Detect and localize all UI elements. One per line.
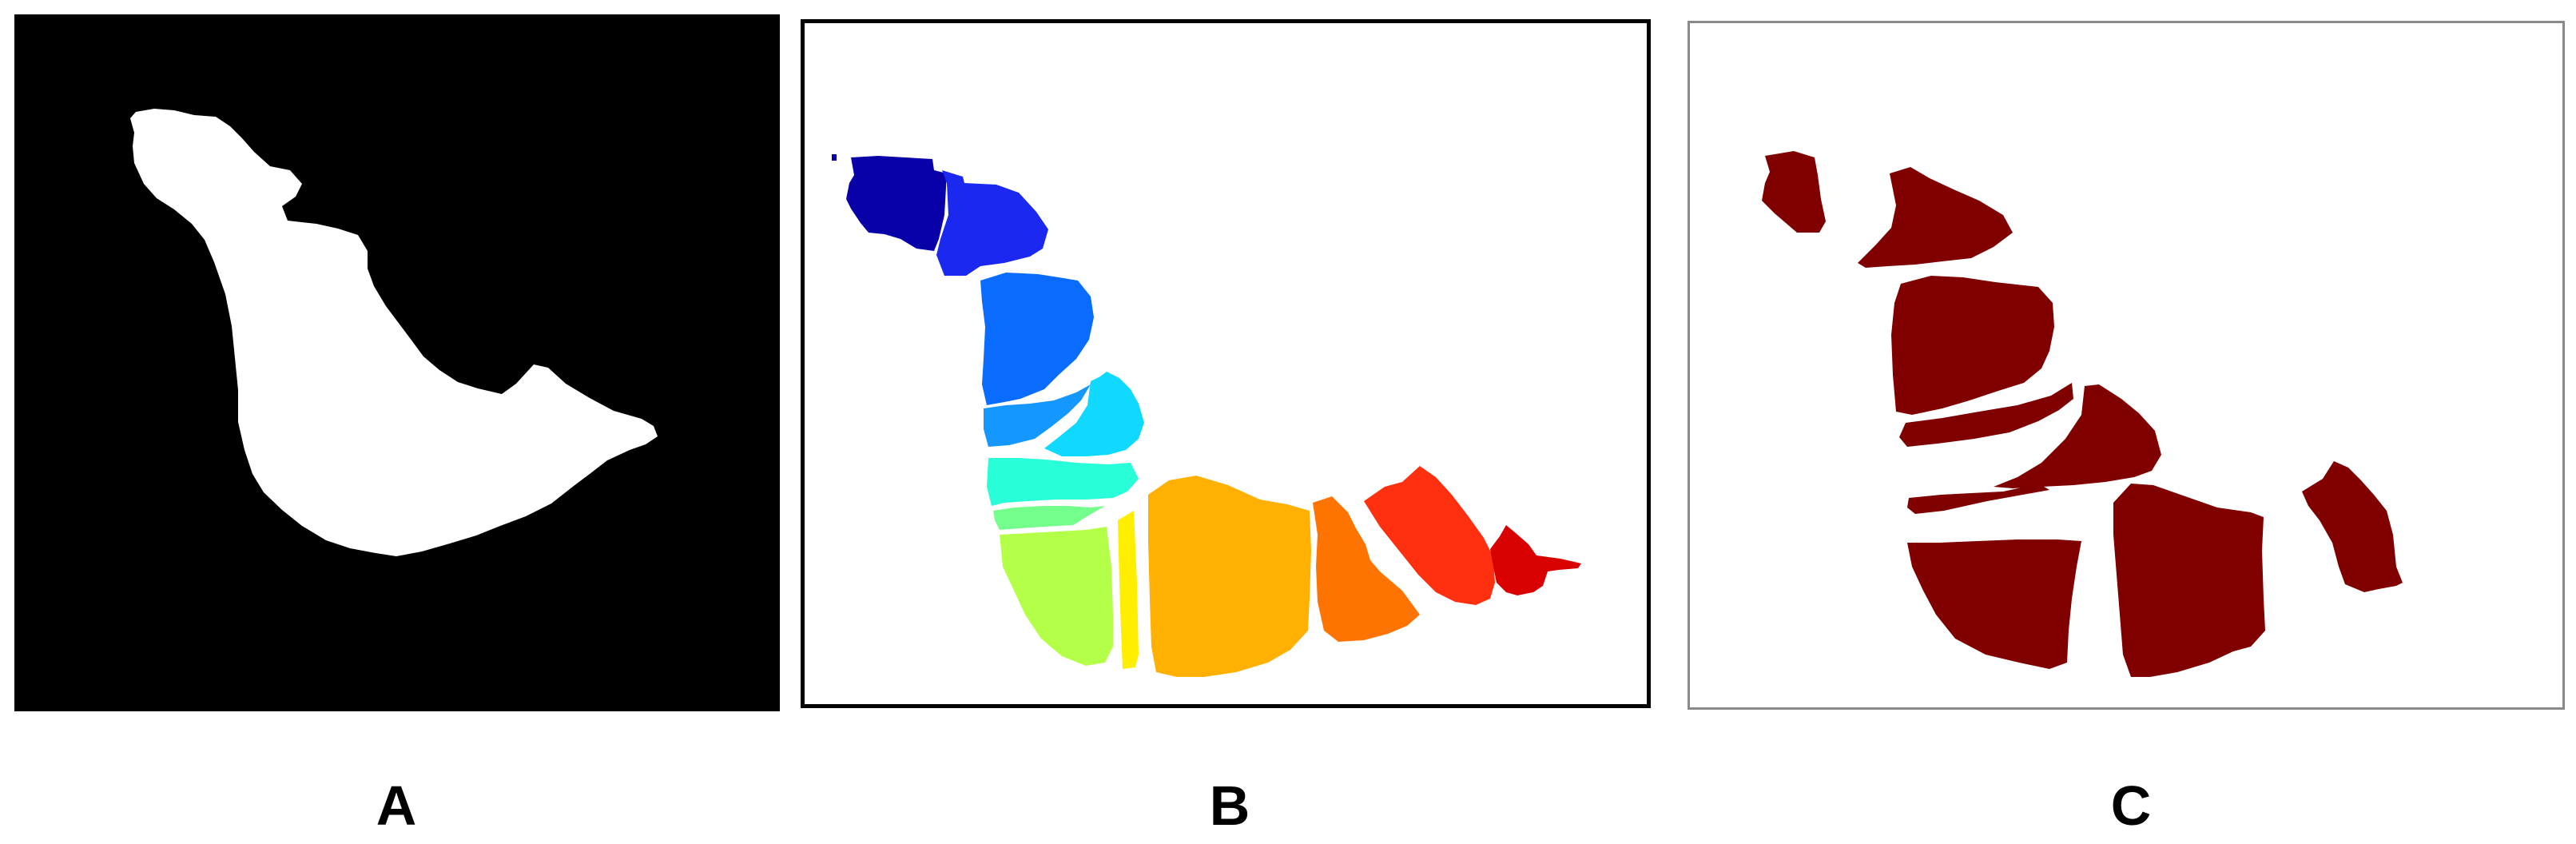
segment-4 bbox=[984, 384, 1091, 447]
panel-c-selected-regions bbox=[1688, 21, 2565, 710]
segment-13 bbox=[1490, 525, 1581, 595]
selected-region bbox=[2113, 484, 2265, 677]
segment-5 bbox=[1044, 372, 1144, 456]
segment-1 bbox=[846, 156, 947, 251]
panel-label-b: B bbox=[1209, 774, 1250, 837]
mask-region bbox=[130, 109, 658, 556]
segment-9 bbox=[1118, 511, 1139, 669]
panel-a-binary-mask bbox=[14, 14, 780, 711]
panel-label-a: A bbox=[376, 774, 417, 837]
selected-region bbox=[2302, 461, 2403, 592]
selected-regions-figure bbox=[1762, 151, 2403, 677]
segment-11 bbox=[1313, 496, 1420, 642]
selected-region bbox=[1762, 151, 1826, 233]
segment-1 bbox=[832, 154, 837, 161]
binary-mask-figure bbox=[130, 109, 658, 556]
segment-8 bbox=[1000, 527, 1113, 666]
segment-7 bbox=[993, 506, 1105, 530]
panel-label-c: C bbox=[2110, 774, 2152, 837]
segment-10 bbox=[1148, 476, 1311, 677]
selected-region bbox=[1899, 383, 2073, 447]
segment-12 bbox=[1364, 466, 1495, 605]
selected-region bbox=[1907, 539, 2081, 669]
segmentation-figure bbox=[832, 154, 1581, 677]
panel-b-segmented-regions bbox=[801, 19, 1651, 708]
selected-region bbox=[1858, 167, 2013, 268]
selected-region bbox=[1994, 384, 2161, 488]
segment-2 bbox=[936, 170, 1048, 276]
segment-6 bbox=[987, 458, 1139, 506]
selected-region bbox=[1891, 276, 2054, 415]
segment-3 bbox=[980, 273, 1094, 405]
selected-region bbox=[1907, 485, 2049, 514]
